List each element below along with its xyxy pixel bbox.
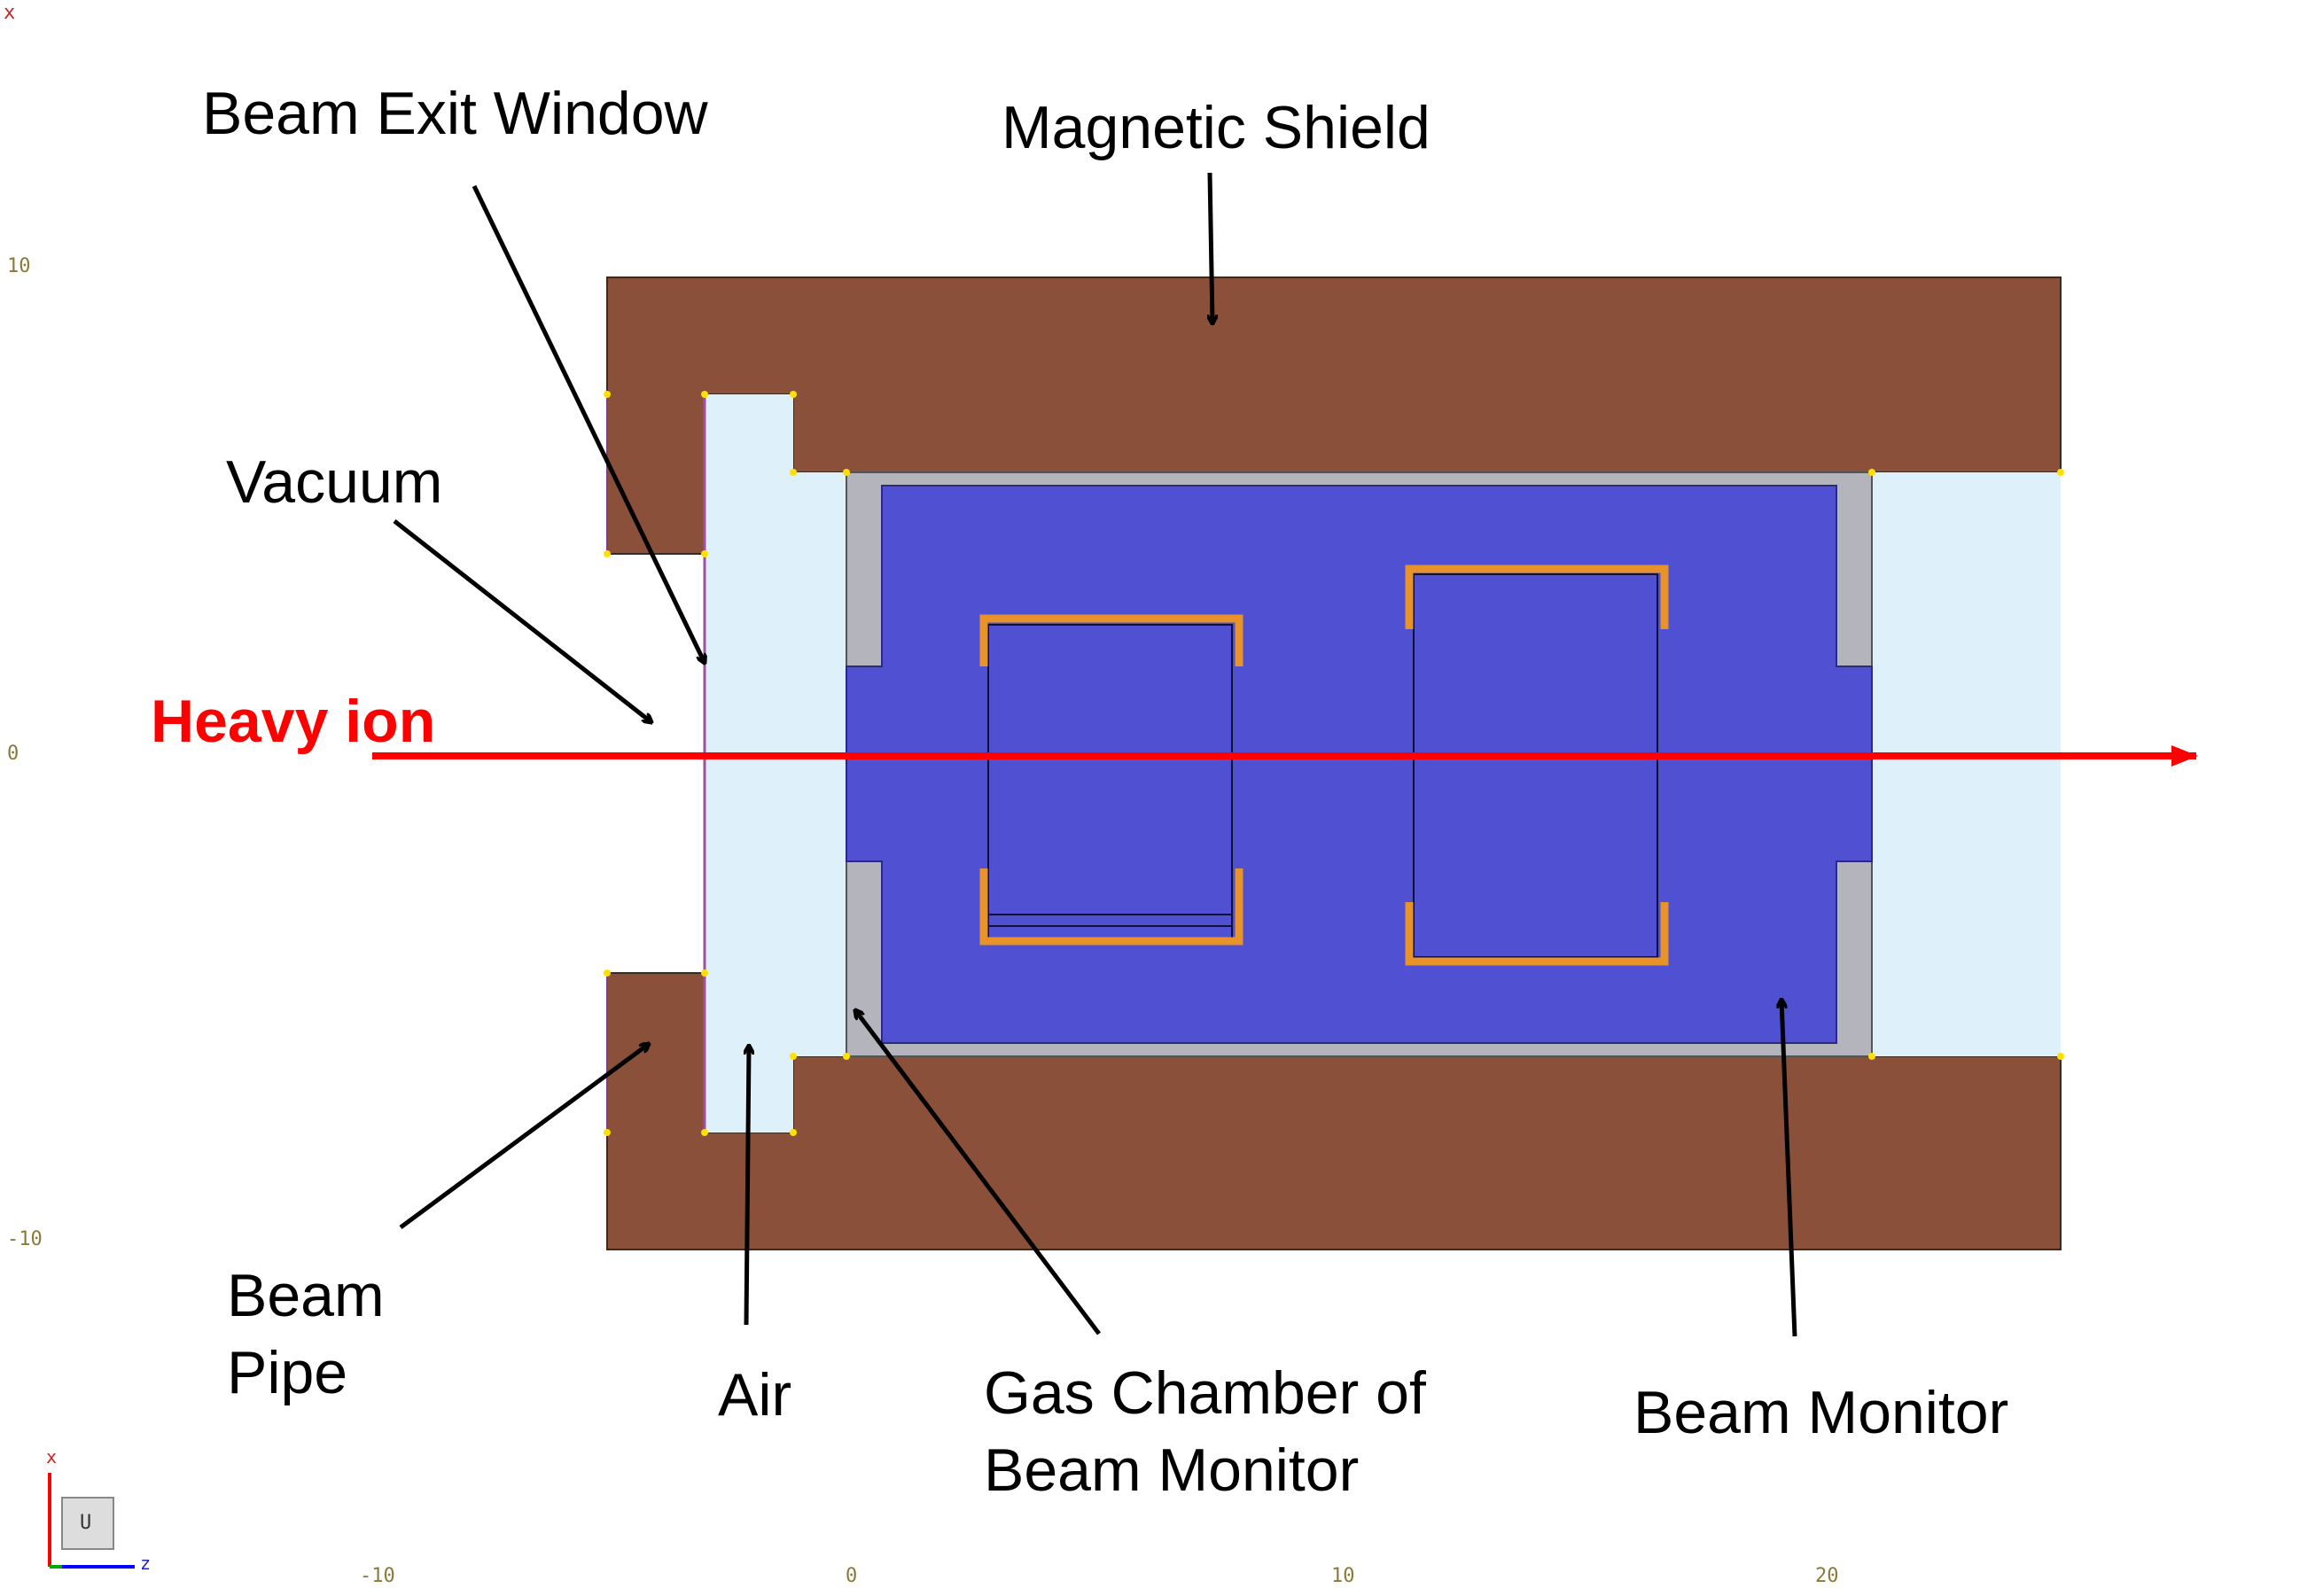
label-heavy-ion: Heavy ion: [151, 688, 436, 755]
electrode-right-top: [1405, 564, 1669, 629]
tick-x-10: 10: [1331, 1565, 1355, 1587]
label-beam-monitor: Beam Monitor: [1633, 1379, 2009, 1446]
tick-x-minus-10: -10: [360, 1565, 395, 1587]
label-magnetic-shield: Magnetic Shield: [1002, 94, 1430, 161]
label-beam-exit-window: Beam Exit Window: [202, 80, 708, 147]
arrow-beam-monitor: [1781, 1000, 1797, 1337]
tick-y-10: 10: [7, 255, 31, 277]
label-gas-chamber-line2: Beam Monitor: [984, 1436, 1360, 1504]
arrow-vacuum: [393, 519, 651, 722]
arrow-air: [746, 1046, 749, 1326]
axis-u-label: U: [80, 1512, 92, 1534]
tick-x-0: 0: [846, 1565, 858, 1587]
arrow-beam-exit-window: [472, 184, 705, 663]
electrode-right-bottom: [1405, 902, 1669, 966]
corner-x-mark: x: [4, 2, 16, 24]
label-vacuum: Vacuum: [226, 448, 443, 516]
label-gas-chamber-line1: Gas Chamber of: [984, 1359, 1426, 1427]
axis-z-label: z: [140, 1553, 152, 1574]
vertex-markers: [604, 391, 2064, 1136]
label-beam-pipe-line2: Pipe: [227, 1339, 348, 1406]
air-region-right: [1872, 472, 2061, 1056]
electrode-left-bottom: [979, 868, 1243, 946]
tick-y-minus-10: -10: [7, 1228, 43, 1250]
tick-y-0: 0: [7, 743, 19, 765]
arrow-beam-pipe: [399, 1044, 649, 1230]
tick-x-20: 20: [1815, 1565, 1839, 1587]
label-beam-pipe-line1: Beam: [227, 1262, 385, 1329]
arrow-magnetic-shield: [1210, 172, 1212, 323]
arrow-gas-chamber: [855, 1010, 1101, 1335]
electrode-left-top: [979, 614, 1243, 666]
detector-box-right: [1413, 573, 1658, 958]
detector-box-left: [987, 624, 1233, 940]
air-region-left: [705, 394, 846, 1133]
axis-x-label: x: [46, 1446, 58, 1468]
label-air: Air: [718, 1361, 792, 1429]
axis-orientation-widget: x z U: [35, 1446, 160, 1577]
